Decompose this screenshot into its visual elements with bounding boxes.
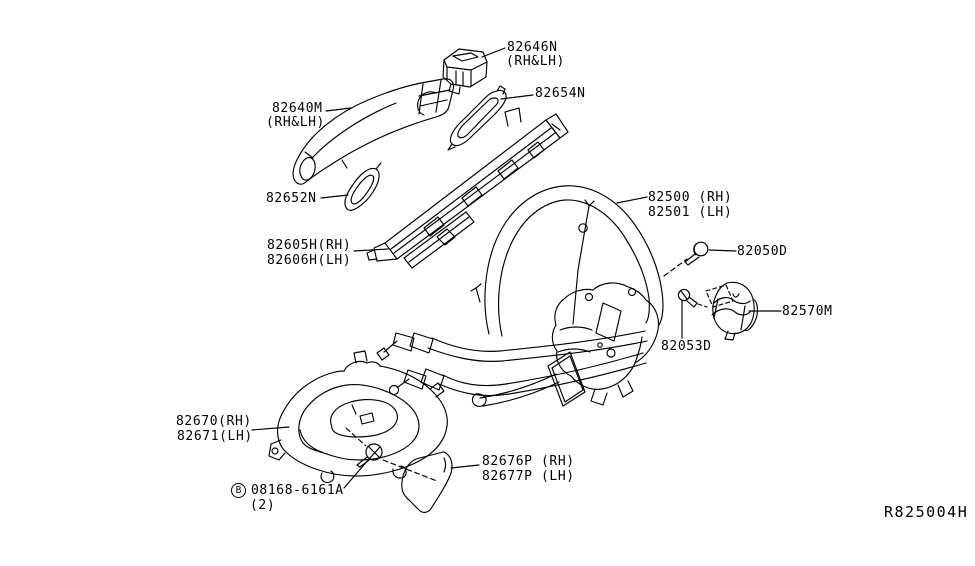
leader-82646n xyxy=(481,47,506,58)
label-bolt-qty: (2) xyxy=(250,498,276,513)
label-bolt: B 08168-6161A xyxy=(231,483,344,498)
label-82652n: 82652N xyxy=(266,191,317,206)
leader-82605h xyxy=(353,248,389,252)
label-82606h: 82606H(LH) xyxy=(267,253,352,268)
leader-82640m xyxy=(325,107,352,112)
drawing-cables xyxy=(376,330,648,407)
leader-lines xyxy=(251,47,782,489)
leader-82654n xyxy=(500,94,534,100)
circled-b-marker: B xyxy=(231,483,246,498)
label-82646n-variant: (RH&LH) xyxy=(506,54,565,69)
drawing-striker xyxy=(705,281,759,341)
label-82640m-variant: (RH&LH) xyxy=(266,115,325,130)
label-82605h: 82605H(RH) xyxy=(267,238,352,253)
drawing-screw-lower xyxy=(677,288,708,308)
label-82670: 82670(RH) xyxy=(176,414,252,429)
label-82640m: 82640M xyxy=(272,101,323,116)
drawing-escutcheon xyxy=(344,162,382,211)
drawing-outside-handle xyxy=(292,78,455,185)
drawing-lock-body xyxy=(547,282,660,407)
drawing-screw-upper xyxy=(663,241,709,277)
label-82671: 82671(LH) xyxy=(177,429,253,444)
drawing-bracket-cap xyxy=(442,48,488,95)
label-bolt-number: 08168-6161A xyxy=(251,482,344,498)
diagram-reference-code: R825004H xyxy=(884,503,969,521)
drawing-inside-seal xyxy=(401,451,453,513)
label-82500: 82500 (RH) xyxy=(648,190,733,205)
label-82646n: 82646N xyxy=(507,40,558,55)
label-82050d: 82050D xyxy=(737,244,788,259)
leader-82652n xyxy=(320,194,349,199)
leader-82050d xyxy=(708,249,737,252)
drawing-lock-assembly-arch xyxy=(470,185,664,337)
label-82501: 82501 (LH) xyxy=(648,205,733,220)
label-82676p: 82676P (RH) xyxy=(482,454,575,469)
leader-82670 xyxy=(251,426,290,431)
label-82570m: 82570M xyxy=(782,304,833,319)
label-82053d: 82053D xyxy=(661,339,712,354)
leader-08168 xyxy=(343,458,370,489)
label-82654n: 82654N xyxy=(535,86,586,101)
leader-82500 xyxy=(616,196,648,204)
drawing-seal xyxy=(447,85,507,151)
drawing-inside-handle xyxy=(268,350,448,484)
label-82677p: 82677P (LH) xyxy=(482,469,575,484)
drawing-handle-base xyxy=(366,107,569,269)
leader-82676p xyxy=(450,464,480,469)
